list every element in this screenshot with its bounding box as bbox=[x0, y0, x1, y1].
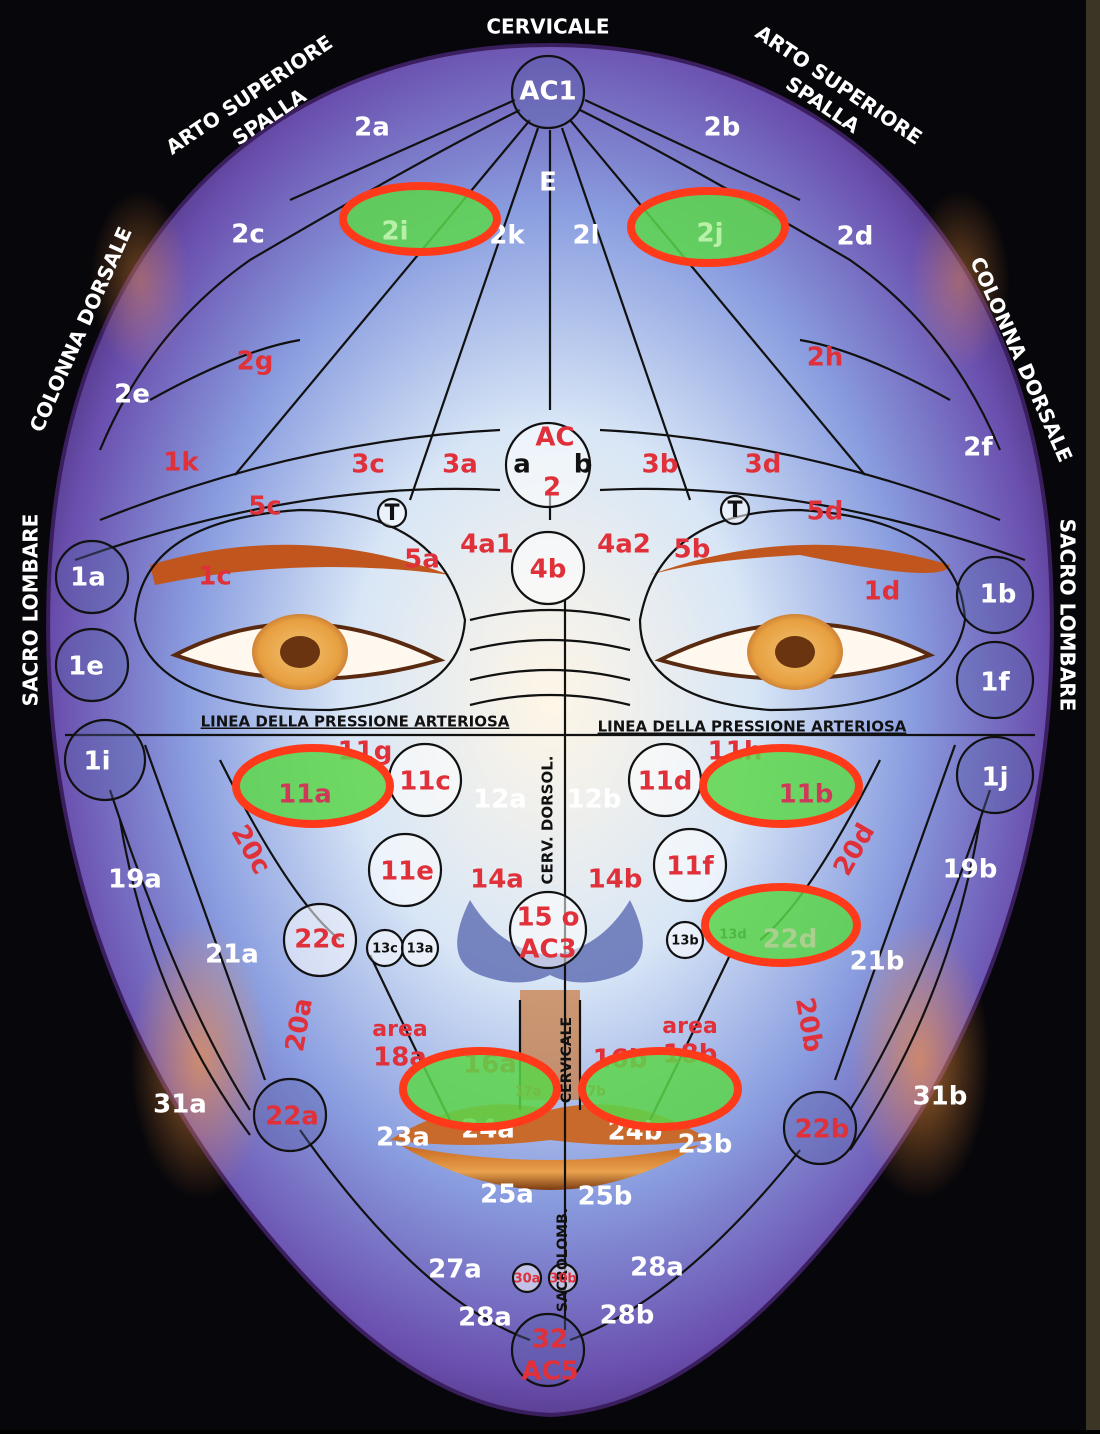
zone-2h: 2h bbox=[807, 343, 844, 373]
pupil-right bbox=[775, 636, 815, 668]
zone-area-left: area bbox=[372, 1017, 427, 1042]
zone-11d: 11d bbox=[638, 767, 693, 797]
label-cervicale-mid: CERVICALE bbox=[559, 1017, 575, 1103]
zone-30a: 30a bbox=[514, 1272, 541, 1287]
zone-E: E bbox=[539, 168, 557, 198]
label-cerv-dorsol: CERV. DORSOL. bbox=[539, 756, 557, 885]
label-sacrolomb: SACROLOMB. bbox=[555, 1208, 571, 1312]
zone-2b: 2b bbox=[704, 113, 741, 143]
zone-21a: 21a bbox=[205, 940, 259, 970]
zone-5b: 5b bbox=[674, 535, 711, 565]
zone-4b: 4b bbox=[530, 555, 567, 585]
zone-2f: 2f bbox=[963, 433, 993, 463]
zone-31b: 31b bbox=[913, 1082, 968, 1112]
zone-28a-right: 28a bbox=[630, 1253, 684, 1283]
label-sacro-left: SACRO LOMBARE bbox=[19, 514, 43, 707]
zone-23a: 23a bbox=[376, 1123, 430, 1153]
label-linea-left: LINEA DELLA PRESSIONE ARTERIOSA bbox=[201, 713, 510, 731]
zone-11b-hl: 11b bbox=[779, 780, 834, 810]
zone-AC5: AC5 bbox=[521, 1357, 578, 1387]
label-linea-right: LINEA DELLA PRESSIONE ARTERIOSA bbox=[598, 718, 907, 736]
zone-12b: 12b bbox=[567, 785, 622, 815]
zone-1b: 1b bbox=[980, 580, 1017, 610]
zone-13c: 13c bbox=[372, 942, 398, 957]
zone-1c: 1c bbox=[198, 562, 232, 592]
zone-2a: 2a bbox=[354, 113, 390, 143]
zone-a: a bbox=[513, 450, 531, 480]
zone-28a: 28a bbox=[458, 1303, 512, 1333]
zone-5d: 5d bbox=[807, 497, 844, 527]
zone-3d: 3d bbox=[745, 450, 782, 480]
label-sacro-right: SACRO LOMBARE bbox=[1056, 519, 1080, 712]
zone-11a-hl: 11a bbox=[278, 780, 332, 810]
zone-22c: 22c bbox=[294, 925, 346, 955]
zone-b: b bbox=[574, 450, 593, 480]
label-cervicale: CERVICALE bbox=[486, 15, 609, 39]
zone-11f: 11f bbox=[666, 852, 714, 882]
zone-23b: 23b bbox=[678, 1130, 733, 1160]
zone-2i-hl: 2i bbox=[381, 217, 408, 247]
zone-5c: 5c bbox=[248, 492, 282, 522]
zone-2g: 2g bbox=[237, 347, 274, 377]
zone-1i: 1i bbox=[83, 747, 110, 777]
zone-4a2: 4a2 bbox=[597, 530, 651, 560]
zone-21b: 21b bbox=[850, 947, 905, 977]
zone-3b: 3b bbox=[642, 450, 679, 480]
zone-1a: 1a bbox=[70, 563, 106, 593]
zone-2e: 2e bbox=[114, 380, 150, 410]
zone-19a: 19a bbox=[108, 865, 162, 895]
zone-2d: 2d bbox=[837, 222, 874, 252]
zone-14a: 14a bbox=[470, 865, 524, 895]
zone-15-bot: AC3 bbox=[519, 935, 576, 965]
zone-2c: 2c bbox=[231, 220, 265, 250]
zone-15-top: 15 o bbox=[516, 903, 579, 933]
zone-AC2-num: 2 bbox=[543, 473, 561, 503]
zone-AC2-top: AC bbox=[535, 423, 574, 453]
right-border bbox=[1086, 0, 1100, 1430]
zone-19b: 19b bbox=[943, 855, 998, 885]
zone-22b: 22b bbox=[795, 1115, 850, 1145]
highlight-lip-left bbox=[403, 1051, 557, 1127]
zone-T-right: T bbox=[727, 498, 742, 523]
zone-3a: 3a bbox=[442, 450, 478, 480]
zone-1f: 1f bbox=[980, 668, 1010, 698]
zone-31a: 31a bbox=[153, 1090, 207, 1120]
zone-T-left: T bbox=[384, 501, 399, 526]
zone-1e: 1e bbox=[68, 652, 104, 682]
zone-14b: 14b bbox=[588, 865, 643, 895]
zone-11c: 11c bbox=[399, 767, 451, 797]
zone-28b: 28b bbox=[600, 1301, 655, 1331]
zone-1j: 1j bbox=[981, 763, 1008, 793]
zone-13a: 13a bbox=[407, 942, 434, 957]
zone-5a: 5a bbox=[404, 545, 440, 575]
zone-27a: 27a bbox=[428, 1255, 482, 1285]
zone-area-right: area bbox=[662, 1014, 717, 1039]
highlight-2i bbox=[343, 186, 497, 252]
zone-12a: 12a bbox=[473, 785, 527, 815]
pupil-left bbox=[280, 636, 320, 668]
zone-2l: 2l bbox=[572, 221, 599, 251]
zone-22d-hl: 22d bbox=[763, 925, 818, 955]
zone-22a: 22a bbox=[265, 1102, 319, 1132]
zone-25a: 25a bbox=[480, 1180, 534, 1210]
zone-3c: 3c bbox=[351, 450, 385, 480]
zone-13b: 13b bbox=[671, 934, 698, 949]
zone-11e: 11e bbox=[380, 857, 434, 887]
zone-1d: 1d bbox=[864, 577, 901, 607]
zone-4a1: 4a1 bbox=[460, 530, 514, 560]
zone-1k: 1k bbox=[163, 448, 199, 478]
zone-30b: 30b bbox=[549, 1272, 576, 1287]
zone-32: 32 bbox=[532, 1325, 568, 1355]
zone-2j-hl: 2j bbox=[696, 219, 723, 249]
zone-25b: 25b bbox=[578, 1182, 633, 1212]
zone-AC1: AC1 bbox=[519, 77, 576, 107]
highlight-lip-right bbox=[582, 1051, 738, 1127]
